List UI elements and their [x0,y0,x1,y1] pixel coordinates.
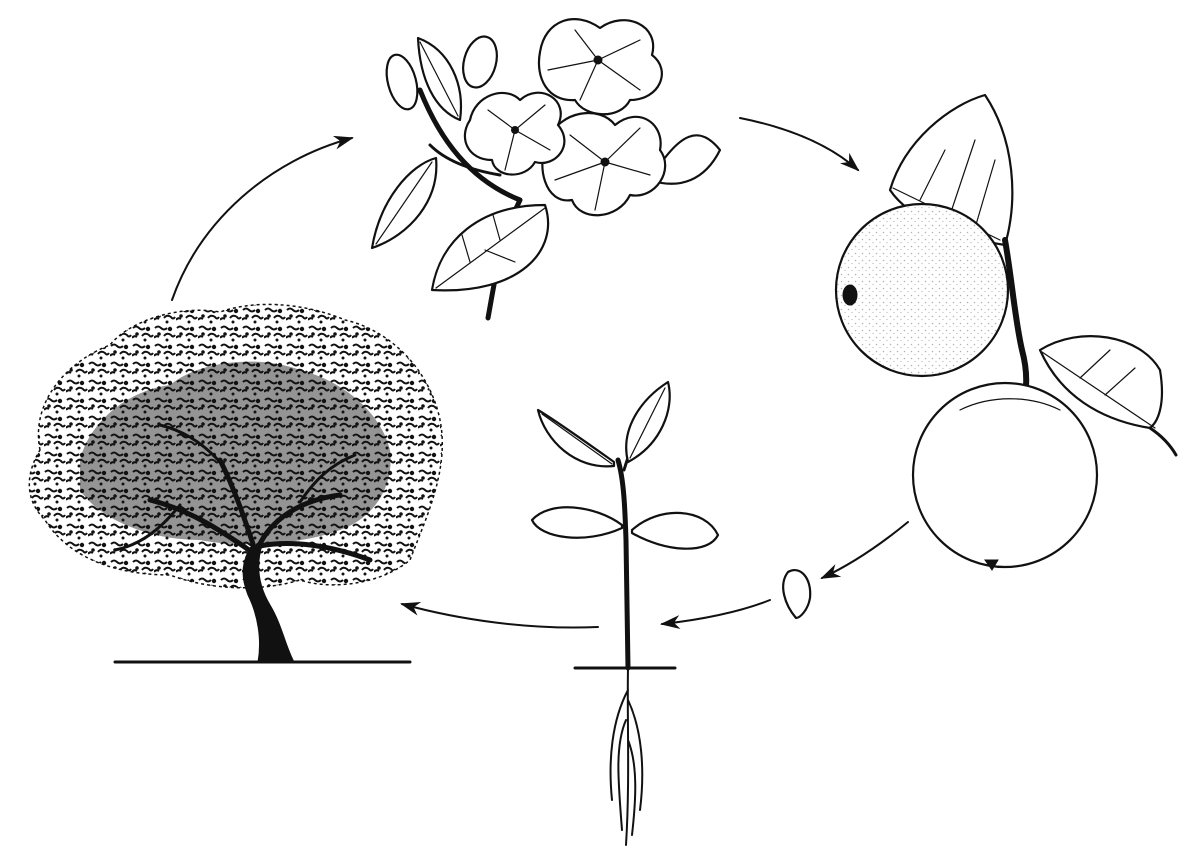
apple-tree-icon [29,304,442,662]
arrow-tree-to-blossom [172,138,352,300]
apple-fruit-icon [836,95,1176,570]
apple-seed-icon [783,570,810,618]
apple-blossom-icon [372,19,720,318]
arrow-seed-to-seedling [662,600,770,624]
arrow-seedling-to-tree [402,604,598,628]
arrow-fruit-to-seed [822,522,908,578]
arrow-blossom-to-fruit [740,118,858,170]
seedling-icon [532,382,718,845]
